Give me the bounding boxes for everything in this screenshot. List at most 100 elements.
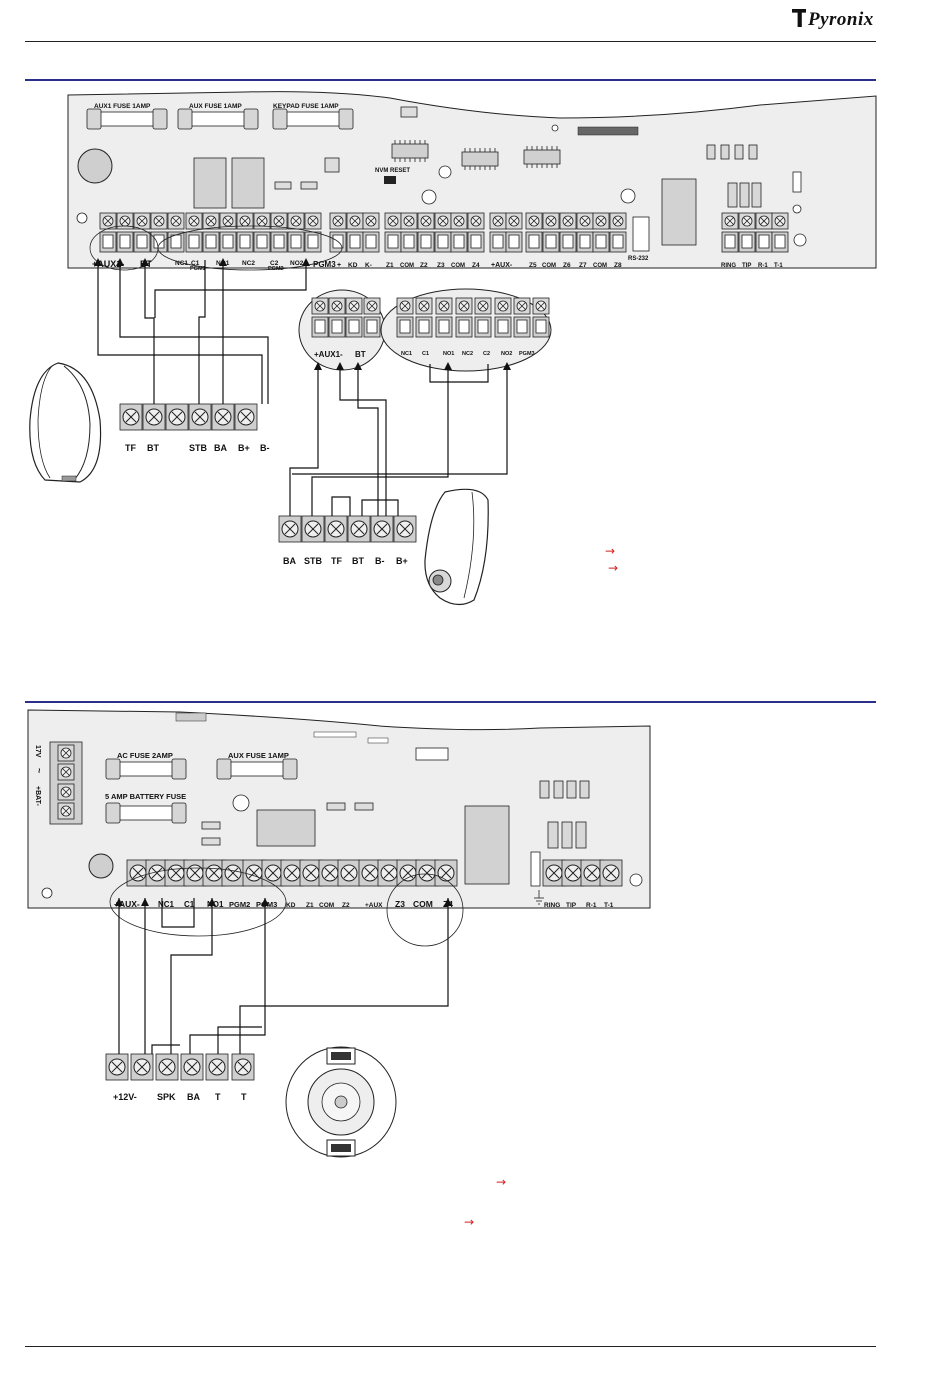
- terminal-screw-2: [434, 859, 458, 887]
- det-label-t2: T: [241, 1092, 247, 1102]
- zoom-label-no1: NO1: [443, 351, 454, 357]
- relay: [256, 809, 316, 847]
- zoom-circle-2a: [109, 867, 287, 937]
- label-pgm1: PGM1: [190, 266, 206, 272]
- terminal-screw: [287, 212, 305, 230]
- terminal-slot: [346, 231, 364, 253]
- label-z1: Z1: [386, 262, 394, 269]
- terminal-slot: [467, 231, 485, 253]
- fuse-label-battery: 5 AMP BATTERY FUSE: [105, 792, 186, 801]
- arrow-icon: →: [608, 561, 618, 575]
- diagram1-wire-arrows: [94, 258, 511, 370]
- zoom-slot: [415, 316, 433, 338]
- label-nc1-2: NC1: [158, 900, 175, 909]
- zoom-label-c2: C2: [483, 351, 490, 357]
- terminal-screw: [467, 212, 485, 230]
- zoom-slot: [532, 316, 550, 338]
- terminal-slot: [417, 231, 435, 253]
- terminal-screw: [592, 212, 610, 230]
- diagram2-wire-arrows: [115, 898, 452, 906]
- zoom-label-no2: NO2: [501, 351, 512, 357]
- terminal-slot: [253, 231, 271, 253]
- siren-a-bt: BT: [147, 443, 159, 453]
- label-c1-2: C1: [184, 900, 195, 909]
- siren-a-screw: [119, 403, 143, 431]
- siren-b-screw: [370, 515, 394, 543]
- zoom-screw: [435, 297, 453, 315]
- diagram1-board-labels: AUX1 FUSE 1AMP AUX FUSE 1AMP KEYPAD FUSE…: [94, 103, 410, 174]
- detector-screw: [180, 1053, 204, 1081]
- label-z5: Z5: [529, 262, 537, 269]
- power-screw: [57, 783, 75, 801]
- terminal-slot: [721, 231, 739, 253]
- fuse-label-ac: AC FUSE 2AMP: [117, 751, 173, 760]
- zoom-label-c1: C1: [422, 351, 429, 357]
- siren-b-labels: BA STB TF BT B- B+: [283, 556, 408, 566]
- terminal-screw: [417, 212, 435, 230]
- diagram2-wires: [118, 898, 449, 1054]
- footer-rule: [25, 1346, 876, 1347]
- det-label-spk: SPK: [157, 1092, 176, 1102]
- terminal-slot: [434, 231, 452, 253]
- label-z3-2: Z3: [395, 899, 405, 909]
- terminal-slot: [202, 231, 220, 253]
- siren-b-screw: [278, 515, 302, 543]
- terminal-screw: [505, 212, 523, 230]
- zoom-label-nc2: NC2: [462, 351, 473, 357]
- zoom-screw: [311, 297, 329, 315]
- label-17v: 17V: [34, 745, 41, 758]
- siren-a-bplus: B+: [238, 443, 250, 453]
- fuse-label-aux: AUX FUSE 1AMP: [189, 103, 242, 110]
- label-aux-plus-2: +AUX: [365, 902, 383, 909]
- terminal-slot: [362, 231, 380, 253]
- terminal-screw: [185, 212, 203, 230]
- siren-a-terminal-block: [119, 403, 258, 431]
- terminal-screw: [559, 212, 577, 230]
- terminal-slot: [609, 231, 627, 253]
- detector-screw: [155, 1053, 179, 1081]
- terminal-slot: [185, 231, 203, 253]
- terminal-screw: [450, 212, 468, 230]
- label-z6: Z6: [563, 262, 571, 269]
- label-aux1: +AUX1-: [92, 259, 124, 269]
- terminal-screw: [755, 212, 773, 230]
- nvm-reset-label: NVM RESET: [375, 168, 410, 174]
- terminal-screw: [542, 212, 560, 230]
- power-screw: [57, 763, 75, 781]
- diagram2-board-labels: 17V ~ +BAT- AC FUSE 2AMP AUX FUSE 1AMP 5…: [34, 745, 289, 807]
- arrow-icon: →: [605, 544, 615, 558]
- header-rule: [25, 41, 876, 42]
- siren-b-tf: TF: [331, 556, 342, 566]
- label-aux-b: +AUX-: [491, 262, 513, 269]
- zoom-slot: [455, 316, 473, 338]
- aux-fuse: [177, 108, 259, 130]
- terminal-slot: [450, 231, 468, 253]
- label-t1-2: T-1: [604, 902, 614, 909]
- siren-a-device: [29, 362, 102, 483]
- zoom-label-nc1: NC1: [401, 351, 412, 357]
- siren-a-stb: STB: [189, 443, 208, 453]
- zoom-label-pgm3: PGM3: [519, 351, 535, 357]
- buzzer: [77, 148, 113, 184]
- diagram1-arrows: → →: [605, 544, 618, 575]
- terminal-screw: [362, 212, 380, 230]
- detector-screw: [231, 1053, 255, 1081]
- terminal-screw: [400, 212, 418, 230]
- zoom-slot: [311, 316, 329, 338]
- label-pgm2-2: PGM2: [229, 900, 250, 909]
- label-kd-2: KD: [286, 902, 296, 909]
- zoom-slot: [474, 316, 492, 338]
- label-com-2: COM: [451, 263, 465, 269]
- detector-terminal-block: [105, 1053, 255, 1081]
- zoom-circle-2b: [386, 873, 464, 947]
- terminal-slot: [116, 231, 134, 253]
- terminal-slot: [576, 231, 594, 253]
- label-z8: Z8: [614, 262, 622, 269]
- terminal-screw: [167, 212, 185, 230]
- terminal-screw: [346, 212, 364, 230]
- label-aux-2: +AUX-: [114, 899, 140, 909]
- label-c1: C1: [191, 260, 200, 267]
- terminal-slot: [592, 231, 610, 253]
- terminal-slot: [99, 231, 117, 253]
- siren-b-screw: [301, 515, 325, 543]
